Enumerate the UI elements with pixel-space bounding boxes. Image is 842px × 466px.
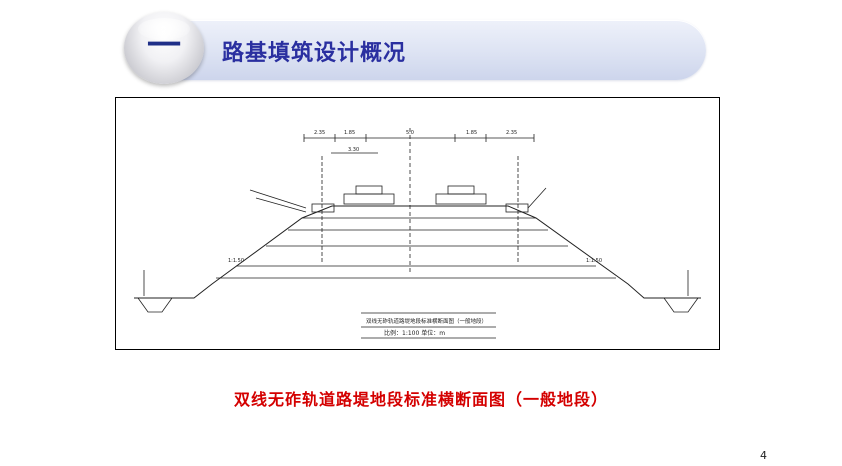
slide-title: 路基填筑设计概况	[222, 41, 407, 66]
dim-label-mid: 3.30	[348, 147, 359, 153]
embankment-outline	[134, 205, 701, 299]
dim-label-2: 1.85	[344, 130, 355, 136]
dim-label-5: 2.35	[506, 130, 517, 136]
cross-section-drawing: 2.35 1.85 5.0 1.85 2.35 3.30 1:1.50 1:1.…	[115, 97, 720, 350]
page-number: 4	[760, 449, 767, 462]
header-banner	[150, 20, 706, 80]
section-number: 一	[147, 26, 181, 66]
cross-section-svg: 2.35 1.85 5.0 1.85 2.35 3.30 1:1.50 1:1.…	[134, 128, 701, 339]
figure-caption: 双线无砟轨道路堤地段标准横断面图（一般地段）	[233, 390, 608, 409]
slope-label-right: 1:1.50	[586, 258, 602, 264]
orb-highlight	[138, 18, 190, 40]
drawing-scale: 比例：1:100 单位：m	[384, 329, 445, 337]
dim-label-4: 1.85	[466, 130, 477, 136]
dim-label-1: 2.35	[314, 130, 325, 136]
dim-label-3: 5.0	[406, 130, 414, 136]
drawing-title: 双线无砟轨道路堤地段标准横断面图（一般地段）	[366, 317, 487, 325]
slope-label-left: 1:1.50	[228, 258, 244, 264]
section-number-orb: 一	[124, 12, 204, 84]
